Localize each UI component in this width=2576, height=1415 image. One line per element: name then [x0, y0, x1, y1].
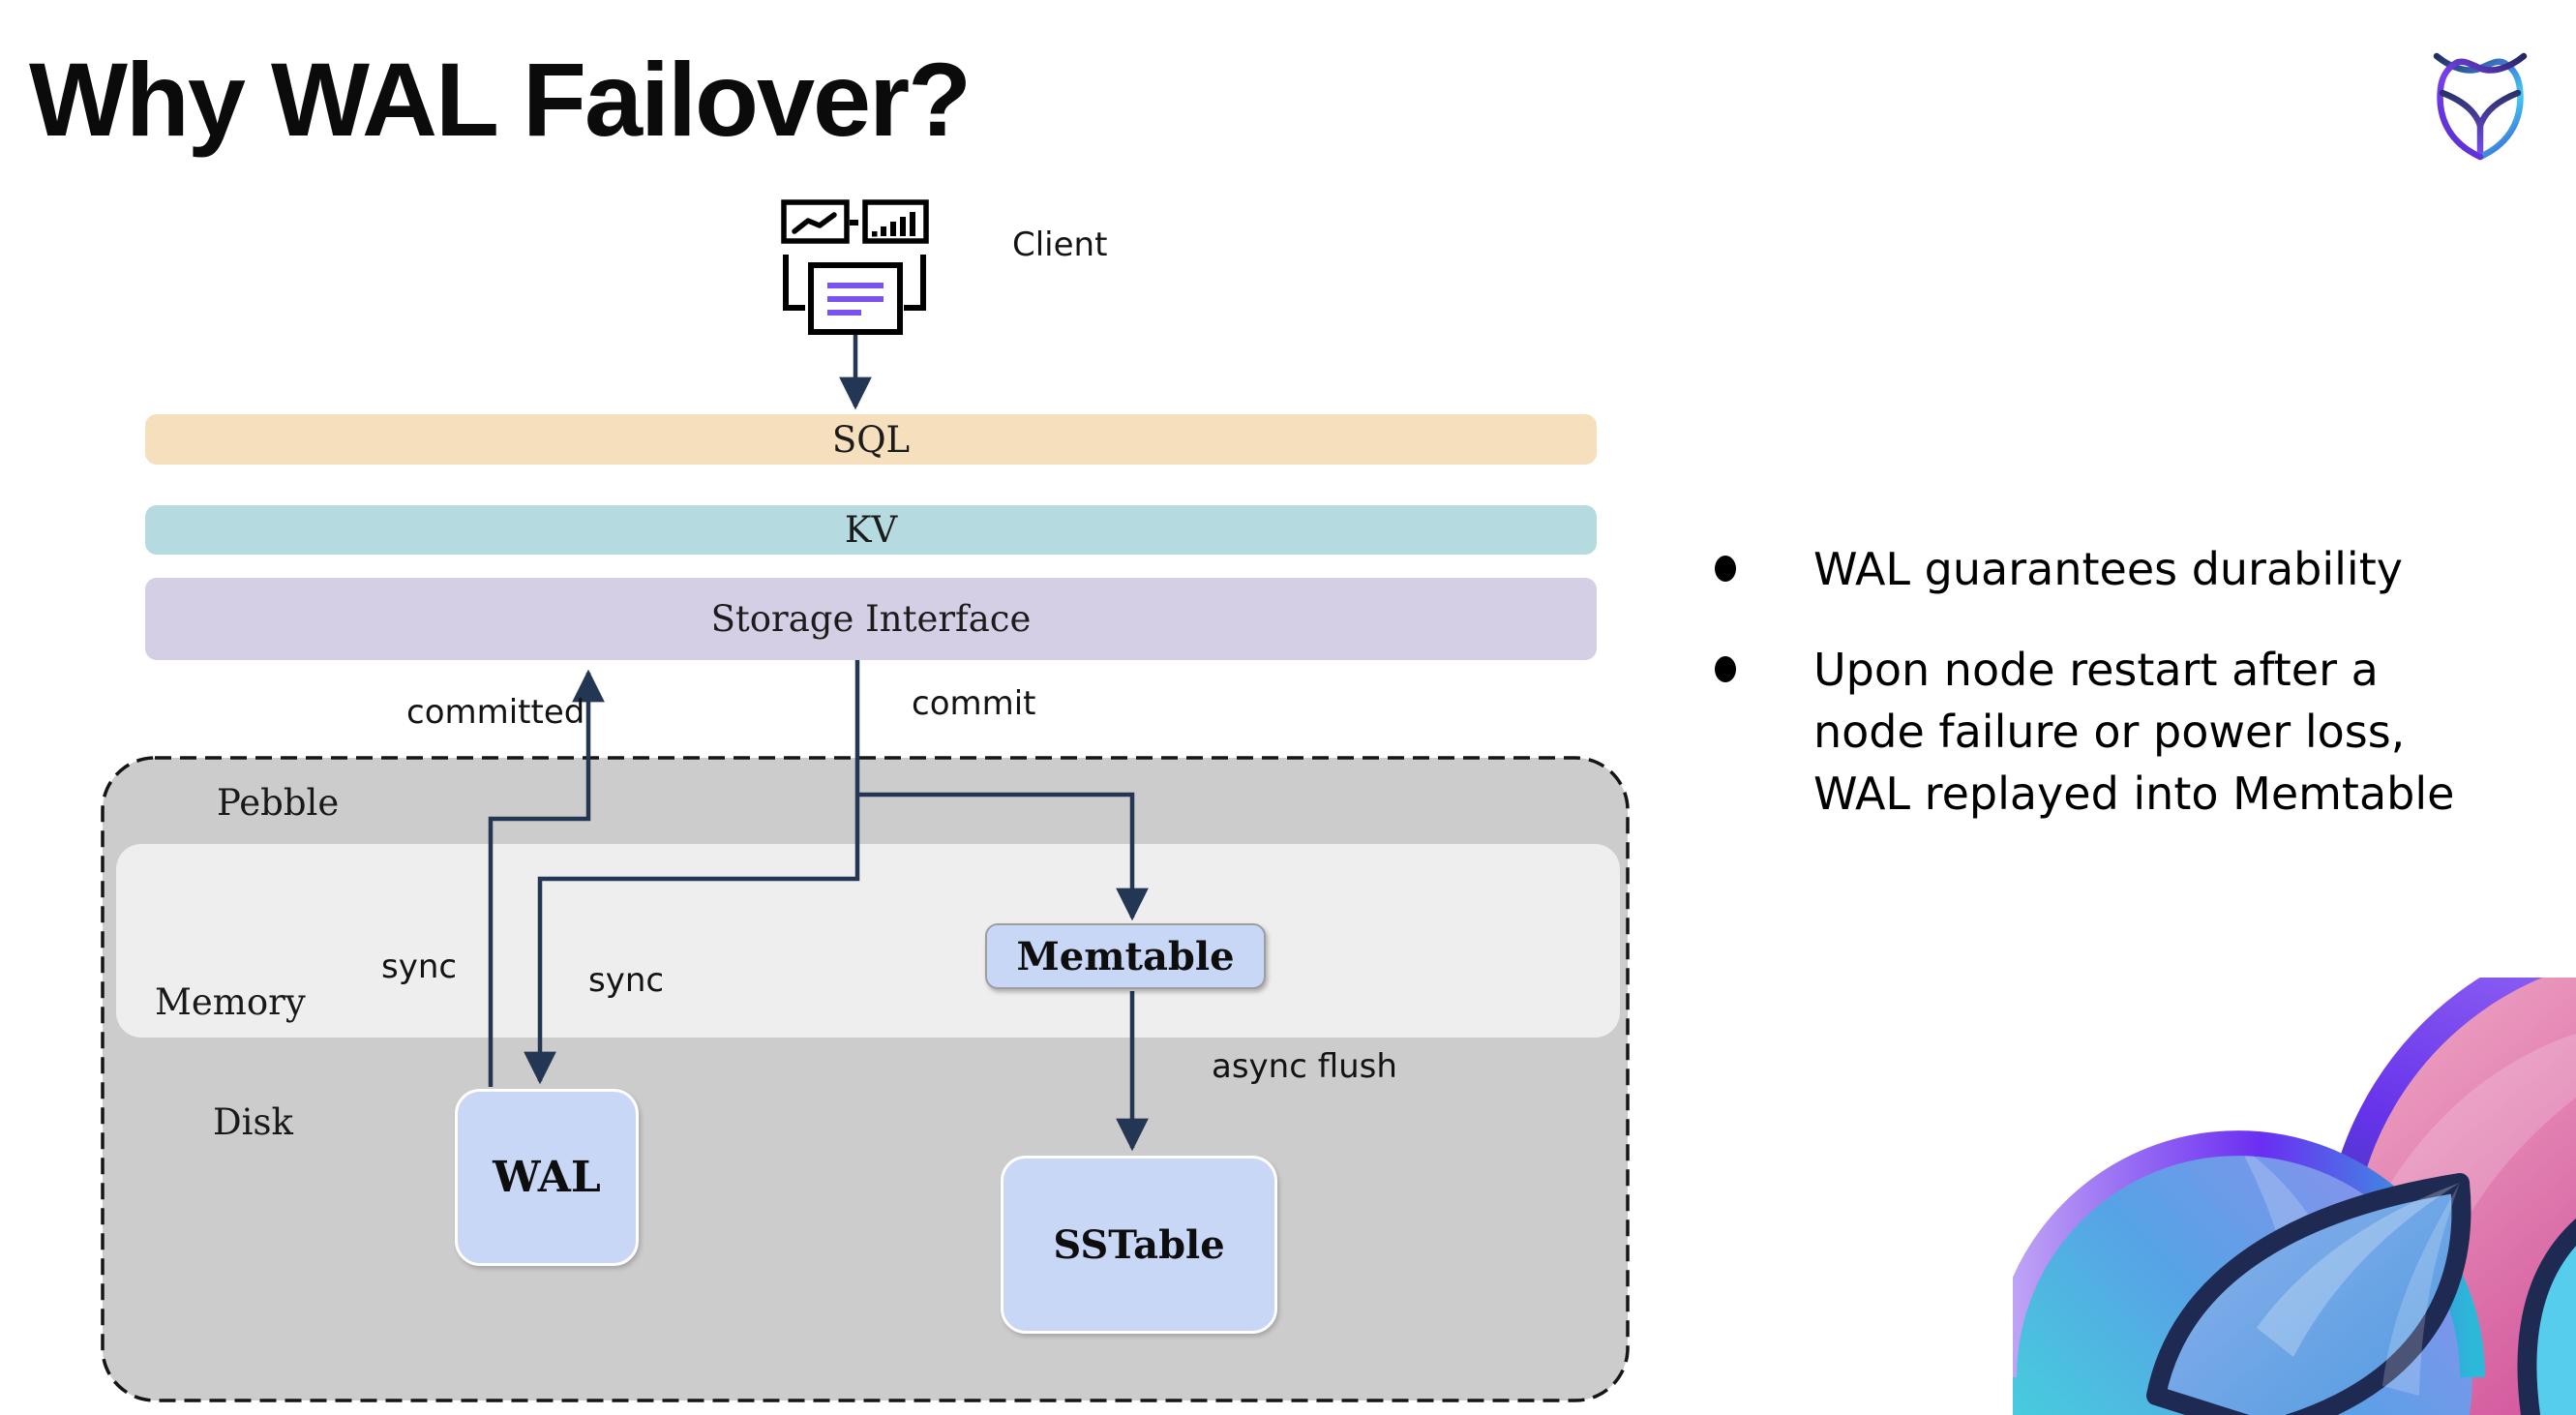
layer-sql: SQL	[145, 414, 1597, 465]
dash-glyph	[850, 220, 858, 226]
edge-label-async-flush: async flush	[1212, 1047, 1397, 1086]
page-title: Why WAL Failover?	[29, 41, 972, 158]
line-chart-glyph	[792, 212, 837, 234]
bullet-item: WAL guarantees durability	[1711, 538, 2576, 600]
node-memtable-label: Memtable	[1016, 933, 1235, 979]
layer-sql-label: SQL	[831, 418, 911, 461]
bullet-dot-icon	[1715, 556, 1736, 582]
node-wal-label: WAL	[493, 1153, 601, 1202]
pebble-label: Pebble	[217, 782, 340, 824]
node-sstable-label: SSTable	[1053, 1221, 1225, 1268]
bullet-text: WAL guarantees durability	[1813, 543, 2403, 595]
layer-storage-label: Storage Interface	[710, 598, 1032, 640]
bar-chart-glyph	[872, 212, 915, 237]
bracket-left	[783, 255, 805, 311]
client-icon	[781, 199, 929, 335]
corner-brand-graphic	[2013, 978, 2576, 1415]
node-wal: WAL	[455, 1089, 639, 1266]
edge-label-sync-left: sync	[381, 948, 458, 986]
bracket-right	[904, 255, 926, 311]
bullet-item: Upon node restart after a node failure o…	[1711, 639, 2576, 825]
memory-label: Memory	[155, 981, 306, 1023]
node-memtable: Memtable	[985, 923, 1266, 989]
layer-storage-interface: Storage Interface	[145, 578, 1597, 660]
client-label: Client	[1012, 226, 1108, 264]
cockroachdb-logo-icon	[2433, 52, 2528, 161]
bullet-text: Upon node restart after a node failure o…	[1813, 644, 2455, 820]
bullet-dot-icon	[1715, 656, 1736, 682]
edge-label-commit: commit	[912, 684, 1036, 723]
layer-kv-label: KV	[844, 509, 898, 551]
bullet-list: WAL guarantees durability Upon node rest…	[1711, 538, 2576, 863]
edge-label-committed: committed	[406, 693, 585, 732]
node-sstable: SSTable	[1001, 1156, 1277, 1334]
memory-band	[116, 844, 1620, 1038]
disk-label: Disk	[213, 1101, 293, 1143]
layer-kv: KV	[145, 505, 1597, 555]
edge-label-sync-right: sync	[588, 961, 665, 1000]
